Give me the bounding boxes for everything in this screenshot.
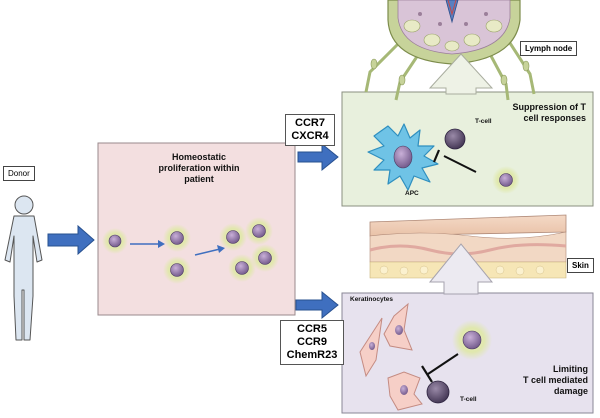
keratinocyte-icon bbox=[359, 302, 423, 411]
t-cell-icon bbox=[444, 128, 466, 150]
tcell-label-lymph: T-cell bbox=[475, 118, 492, 125]
lymph-node-label: Lymph node bbox=[520, 41, 578, 56]
apc-cell-icon bbox=[367, 123, 439, 191]
receptor-cxcr4: CXCR4 bbox=[291, 130, 329, 142]
regulatory-cell bbox=[492, 166, 520, 194]
tcell-label-skin: T-cell bbox=[460, 396, 477, 403]
limiting-line-2: T cell mediated bbox=[522, 375, 588, 385]
suppression-line-2: cell responses bbox=[523, 113, 586, 123]
limiting-line-3: damage bbox=[553, 386, 588, 396]
receptor-ccr5: CCR5 bbox=[297, 323, 327, 335]
receptor-label-bottom: CCR5 CCR9 ChemR23 bbox=[280, 320, 344, 365]
receptor-ccr9: CCR9 bbox=[297, 336, 327, 348]
person-silhouette-icon bbox=[4, 195, 43, 341]
keratinocytes-label: Keratinocytes bbox=[350, 296, 393, 303]
suppression-line-1: Suppression of T bbox=[512, 102, 586, 112]
receptor-ccr7: CCR7 bbox=[295, 117, 325, 129]
up-arrow-icon bbox=[428, 53, 494, 95]
skin-layers-icon bbox=[369, 214, 567, 279]
donor-label: Donor bbox=[3, 166, 35, 181]
arrow-to-skin bbox=[295, 290, 339, 320]
inhibition-icon bbox=[432, 149, 477, 173]
inhibition-icon bbox=[421, 353, 459, 383]
arrow-to-lymph bbox=[297, 142, 339, 172]
proliferating-cells bbox=[102, 217, 279, 284]
limiting-line-1: Limiting bbox=[553, 364, 588, 374]
receptor-label-top: CCR7 CXCR4 bbox=[285, 114, 335, 146]
homeostatic-line-2: proliferation within bbox=[158, 163, 240, 173]
suppression-text: Suppression of T cell responses bbox=[480, 102, 586, 124]
donor-arrow bbox=[47, 224, 95, 256]
homeostatic-line-3: patient bbox=[184, 174, 214, 184]
receptor-chemr23: ChemR23 bbox=[286, 349, 338, 361]
homeostatic-line-1: Homeostatic bbox=[171, 152, 226, 162]
limiting-text: Limiting T cell mediated damage bbox=[486, 364, 588, 397]
apc-label: APC bbox=[405, 190, 419, 197]
up-arrow-icon bbox=[428, 243, 494, 295]
regulatory-cell bbox=[452, 320, 492, 360]
skin-label: Skin bbox=[567, 258, 594, 273]
t-cell-icon bbox=[426, 380, 450, 404]
homeostatic-title: Homeostatic proliferation within patient bbox=[140, 152, 258, 185]
